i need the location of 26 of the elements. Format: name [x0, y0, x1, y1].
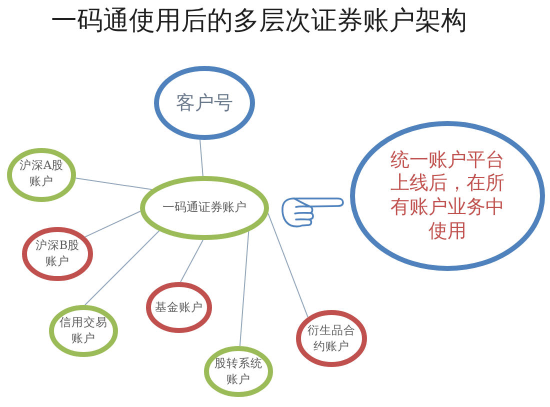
ellipse-node [49, 305, 118, 357]
node-label: 基金账户 [154, 300, 204, 316]
ellipse-node [350, 121, 545, 271]
ellipse-node [7, 148, 76, 202]
node-label: 一码通证券账户 [162, 200, 248, 216]
node-label: 衍生品合约账户 [308, 322, 356, 354]
connector-line [75, 178, 152, 190]
connector-line [239, 230, 250, 347]
node-label: 沪深A股账户 [18, 158, 65, 190]
diagram-title: 一码通使用后的多层次证券账户架构 [51, 6, 467, 36]
node-label: 客户号 [175, 92, 234, 114]
ellipse-node [140, 176, 269, 240]
connector-line [268, 212, 308, 318]
ellipse-node [296, 310, 367, 367]
ellipse-node [204, 346, 273, 397]
node-label: 股转系统账户 [214, 356, 262, 388]
node-label: 信用交易账户 [60, 315, 108, 347]
ellipse-node [146, 282, 212, 333]
connector-line [200, 139, 204, 176]
node-label: 统一账户平台上线后，在所有账户业务中使用 [390, 148, 506, 244]
connector-line [180, 240, 204, 283]
node-label: 沪深B股账户 [34, 238, 81, 270]
connector-line [84, 210, 141, 238]
connector-line [84, 230, 160, 306]
ellipse-node [22, 227, 93, 281]
ellipse-node [154, 66, 255, 140]
